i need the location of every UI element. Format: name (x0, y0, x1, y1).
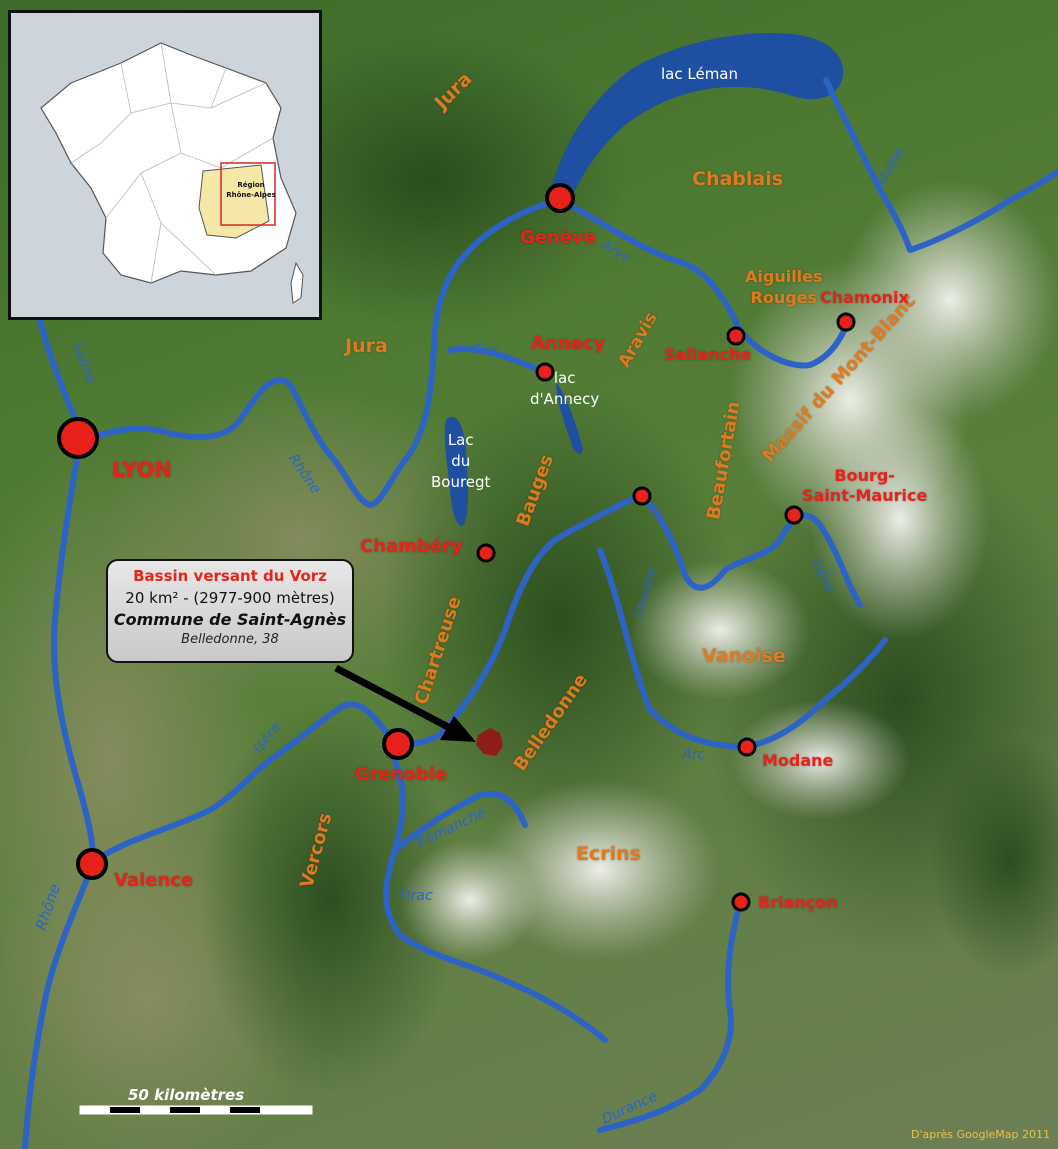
city-label-geneve: Genève (520, 227, 596, 248)
river-arve (557, 197, 851, 369)
city-label-modane: Modane (762, 751, 834, 770)
region-label-chablais: Chablais (692, 168, 784, 190)
region-label-aiguilles-rouges: Aiguilles Rouges (745, 267, 823, 307)
lake-label-annecy: lac d'Annecy (530, 369, 600, 408)
city-marker-icon (535, 362, 555, 382)
city-marker-icon (737, 737, 757, 757)
city-markers (57, 183, 856, 912)
rivers (22, 77, 1058, 1149)
lake-label-leman: lac Léman (661, 65, 739, 83)
river-durance (597, 900, 743, 1133)
river-isere (87, 492, 863, 868)
city-label-chamonix: Chamonix (820, 288, 909, 307)
callout-area: 20 km² - (2977-900 mètres) (125, 589, 335, 607)
catchment-icon (476, 728, 503, 756)
region-label-vanoise: Vanoise (702, 645, 786, 667)
lake-label-bourget: Lac du Bouregt (431, 431, 491, 491)
city-label-grenoble: Grenoble (355, 764, 448, 785)
river-label-fier: Fier (474, 343, 499, 358)
city-marker-icon (836, 312, 856, 332)
city-label-chambery: Chambéry (360, 536, 463, 557)
city-label-sallanche: Sallanche (664, 345, 752, 364)
river-fier (447, 345, 548, 375)
river-rhone-lower (22, 437, 96, 1149)
lake-annecy (556, 382, 583, 455)
callout-commune: Commune de Saint-Agnès (113, 610, 347, 629)
scale-bar (79, 1105, 313, 1115)
river-arc (597, 547, 888, 750)
city-marker-icon (57, 417, 99, 459)
city-label-annecy: Annecy (531, 333, 606, 354)
inset-region-label: Région Rhône-Alpes (226, 181, 276, 199)
map-credit: D'après GoogleMap 2011 (911, 1128, 1050, 1141)
arrow-icon (334, 664, 452, 732)
river-romanche (392, 757, 528, 853)
callout-title: Bassin versant du Vorz (133, 567, 327, 585)
river-rhone-upper (823, 77, 1058, 253)
river-saone (37, 317, 83, 433)
inset-region-highlight (198, 164, 270, 239)
inset-map-france: Région Rhône-Alpes (8, 10, 322, 320)
city-marker-icon (476, 543, 496, 563)
inset-corsica (290, 261, 304, 304)
callout-place: Belledonne, 38 (181, 632, 279, 647)
region-label-jura-south: Jura (345, 335, 388, 357)
catchment-callout: Bassin versant du Vorz 20 km² - (2977-90… (106, 559, 354, 663)
city-label-lyon: LYON (112, 458, 172, 482)
lakes (444, 33, 844, 526)
city-marker-icon (382, 728, 414, 760)
city-marker-icon (632, 486, 652, 506)
lake-bourget (444, 416, 468, 526)
region-label-ecrins: Ecrins (576, 843, 641, 865)
city-label-bourg-saint-maurice: Bourg- Saint-Maurice (802, 466, 928, 505)
city-marker-icon (784, 505, 804, 525)
scale-label: 50 kilomètres (128, 1086, 245, 1104)
city-label-valence: Valence (114, 870, 194, 891)
river-drac (383, 847, 608, 1043)
city-label-briancon: Briançon (758, 893, 838, 912)
inset-zoom-frame (220, 162, 276, 226)
city-marker-icon (76, 848, 108, 880)
city-marker-icon (726, 326, 746, 346)
inset-map-svg (11, 13, 319, 317)
river-rhone (87, 197, 563, 508)
city-marker-icon (545, 183, 575, 213)
terrain-shading (0, 30, 1058, 1149)
callout-arrow (334, 664, 476, 742)
river-label-drac: Drac (400, 888, 433, 904)
catchment-area (476, 728, 503, 756)
lake-leman (548, 33, 844, 210)
city-marker-icon (731, 892, 751, 912)
river-label-arc: Arc (682, 747, 706, 763)
